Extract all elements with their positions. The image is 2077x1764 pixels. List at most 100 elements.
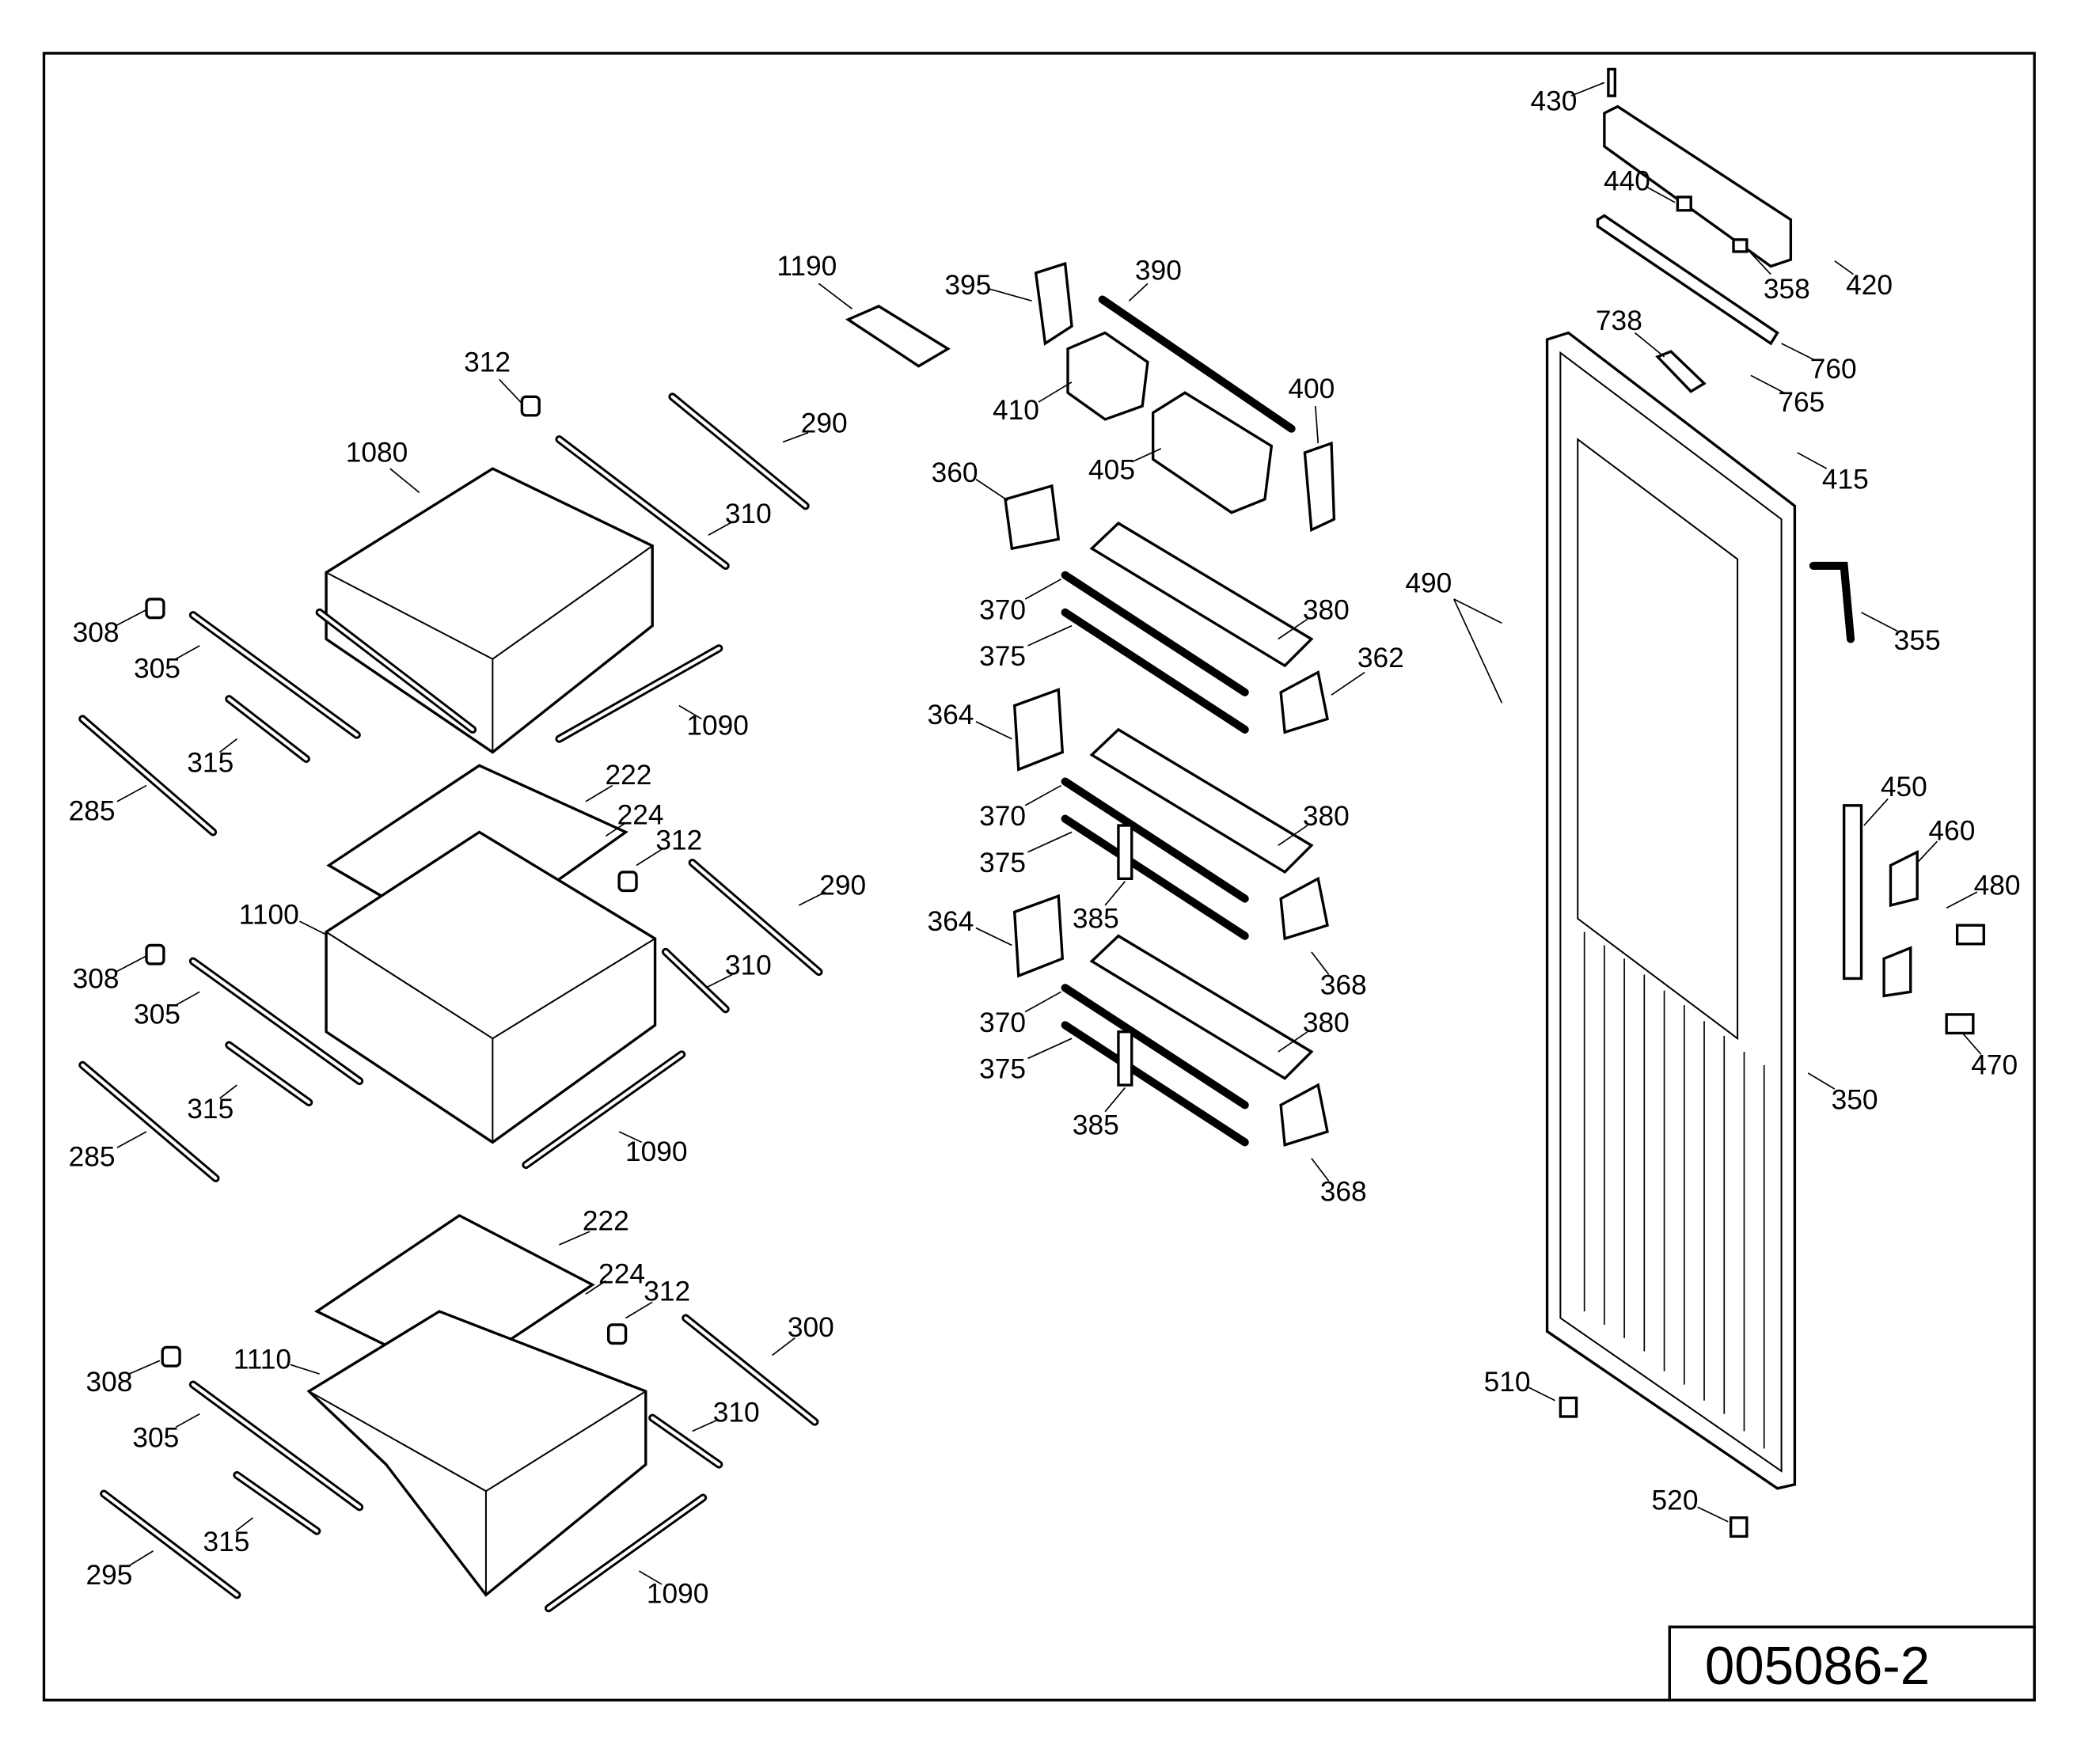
part-callout-760: 760 (1810, 354, 1857, 385)
title-block: 005086-2 (1668, 1626, 2036, 1701)
part-360 (1004, 484, 1061, 551)
clip-385 (1117, 824, 1133, 880)
part-callout-410: 410 (993, 395, 1039, 426)
part-callout-364: 364 (928, 906, 974, 937)
part-callout-224: 224 (617, 799, 664, 830)
leader-line (1131, 448, 1162, 463)
leader-line (605, 821, 627, 837)
part-callout-305: 305 (134, 653, 180, 684)
box-405 (1151, 391, 1274, 514)
leader-line (618, 1131, 643, 1144)
part-callout-375: 375 (979, 1054, 1026, 1085)
leader-line (1861, 612, 1898, 632)
leader-line (1315, 406, 1319, 444)
hinge-520 (1729, 1516, 1749, 1538)
drawer-1100 (325, 830, 657, 1144)
end-cap-362 (1279, 670, 1329, 734)
leader-line (1961, 1032, 1982, 1055)
leader-line (692, 1418, 720, 1432)
leader-line (1311, 1158, 1330, 1182)
drawer-1110 (306, 1310, 647, 1597)
part-callout-390: 390 (1135, 255, 1182, 286)
part-440 (1676, 195, 1692, 212)
stopper-308-312 (145, 597, 165, 620)
leader-line (1697, 1506, 1729, 1523)
stopper-308-312 (145, 943, 165, 965)
leader-line (1104, 881, 1126, 906)
part-callout-308: 308 (85, 1367, 132, 1398)
part-callout-405: 405 (1088, 455, 1135, 486)
part-callout-1090: 1090 (647, 1578, 709, 1609)
part-callout-224: 224 (598, 1259, 645, 1290)
leader-line (115, 609, 147, 627)
cap-470 (1945, 1013, 1975, 1035)
box-410 (1066, 331, 1149, 421)
leader-line (636, 848, 663, 867)
end-cap-368 (1279, 876, 1329, 941)
leader-line (1750, 252, 1771, 275)
rod-375 (1061, 1021, 1249, 1147)
part-callout-430: 430 (1530, 86, 1577, 117)
part-callout-415: 415 (1822, 464, 1869, 495)
leader-line (1570, 82, 1605, 97)
leader-line (116, 1131, 147, 1148)
part-callout-310: 310 (725, 950, 772, 981)
part-callout-370: 370 (979, 801, 1026, 832)
part-callout-480: 480 (1974, 871, 2021, 901)
part-callout-368: 368 (1320, 970, 1367, 1001)
part-358 (1732, 238, 1749, 253)
part-738 (1655, 350, 1707, 393)
leader-line (798, 891, 826, 906)
part-callout-300: 300 (788, 1312, 834, 1343)
callout-labels: 4304404203587387607654153554903504504604… (69, 82, 2021, 1609)
leader-line (1946, 891, 1978, 909)
stopper-308-312 (617, 871, 638, 893)
part-callout-510: 510 (1484, 1367, 1531, 1398)
part-callout-1100: 1100 (239, 900, 299, 931)
leader-line (585, 1280, 606, 1295)
leader-line (1797, 452, 1828, 469)
leader-line (219, 1084, 237, 1099)
leader-line (1128, 283, 1149, 302)
bracket-460b (1882, 946, 1912, 998)
leader-line (1027, 624, 1073, 647)
stopper-308-312 (607, 1323, 628, 1345)
part-callout-285: 285 (69, 795, 116, 826)
part-callout-395: 395 (944, 270, 991, 301)
glass-shelf-380 (1089, 727, 1314, 874)
part-callout-360: 360 (932, 457, 978, 488)
leader-line (1024, 579, 1062, 600)
part-callout-370: 370 (979, 1007, 1026, 1038)
title-block-frame (1668, 1626, 2036, 1701)
part-callout-222: 222 (605, 760, 651, 791)
part-callout-450: 450 (1881, 772, 1927, 802)
part-callout-375: 375 (979, 641, 1026, 672)
part-callout-312: 312 (644, 1277, 690, 1307)
part-callout-308: 308 (73, 963, 120, 994)
leader-line (989, 288, 1032, 302)
cap-480 (1955, 924, 1985, 946)
part-355 (1809, 561, 1855, 643)
leader-line (1278, 1031, 1308, 1053)
leader-line (1278, 825, 1308, 846)
part-callout-315: 315 (187, 1094, 234, 1125)
egg-tray-1190 (845, 305, 951, 368)
part-callout-362: 362 (1357, 643, 1404, 673)
leader-line (175, 645, 200, 660)
part-callout-358: 358 (1764, 274, 1810, 305)
hinge-510 (1559, 1396, 1578, 1418)
part-callout-440: 440 (1604, 166, 1650, 197)
leader-line (1453, 598, 1503, 704)
leader-line (772, 1337, 795, 1356)
leader-line (1024, 784, 1062, 806)
part-callout-315: 315 (187, 748, 234, 779)
leader-line (975, 478, 1008, 502)
part-callout-400: 400 (1288, 374, 1335, 404)
rod-370 (1061, 777, 1249, 903)
part-callout-305: 305 (134, 1000, 180, 1030)
leader-line (1024, 991, 1062, 1013)
strip-760 (1596, 214, 1779, 346)
leader-line (175, 1413, 200, 1428)
leader-line (299, 920, 327, 935)
part-callout-380: 380 (1303, 1007, 1350, 1038)
